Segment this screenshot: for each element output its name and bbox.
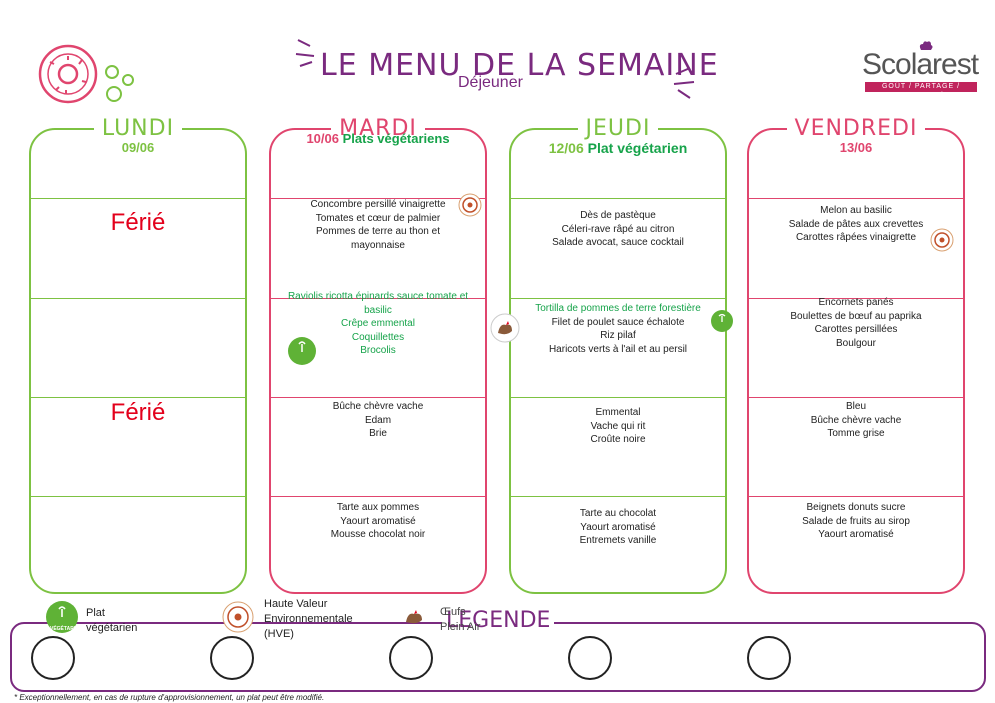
menu-item: Carottes râpées vinaigrette xyxy=(795,232,917,243)
menu-item: Coquillettes xyxy=(351,331,405,343)
cheese-list: Bûche chèvre vache Edam Brie xyxy=(269,400,487,441)
menu-item: Brocolis xyxy=(360,345,396,356)
sparkle-right-icon xyxy=(673,67,695,99)
footnote: * Exceptionnellement, en cas de rupture … xyxy=(14,693,325,702)
menu-item: Encornets panés xyxy=(818,297,894,308)
page-subtitle: Déjeuner xyxy=(458,74,523,91)
desserts-list: Tarte aux pommes Yaourt aromatisé Mousse… xyxy=(269,501,487,542)
vegetarian-badge-icon xyxy=(288,337,316,365)
menu-item: Beignets donuts sucre xyxy=(806,502,906,513)
menu-item: Edam xyxy=(364,414,392,426)
menu-item: Pommes de terre au thon et mayonnaise xyxy=(316,226,440,251)
mains-list: Tortilla de pommes de terre forestière F… xyxy=(509,302,727,356)
legend-slot xyxy=(568,636,612,680)
menu-item: Boulgour xyxy=(835,337,877,349)
menu-item: Melon au basilic xyxy=(820,205,892,216)
menu-item: Raviolis ricotta épinards sauce tomate e… xyxy=(287,291,469,316)
brand-logo: Scolarest xyxy=(862,48,979,81)
day-date-mardi: 10/06 Plats végétariens xyxy=(306,131,450,146)
menu-item: Bûche chèvre vache xyxy=(810,414,902,426)
menu-item: Salade avocat, sauce cocktail xyxy=(552,237,684,248)
sparkle-left-icon xyxy=(295,39,315,67)
closed-label: Férié xyxy=(110,399,166,426)
menu-item: Céleri-rave râpé au citron xyxy=(561,223,675,235)
menu-item: Tortilla de pommes de terre forestière xyxy=(535,303,701,314)
menu-item: Entremets vanille xyxy=(579,535,657,546)
cheese-list: Bleu Bûche chèvre vache Tomme grise xyxy=(747,400,965,441)
menu-item: Mousse chocolat noir xyxy=(330,529,426,540)
legend-title: LEGENDE xyxy=(442,608,555,633)
vegetarian-badge-icon xyxy=(711,310,733,332)
donut-icon xyxy=(38,44,134,104)
menu-item: Croûte noire xyxy=(590,434,646,445)
mains-list: Raviolis ricotta épinards sauce tomate e… xyxy=(269,290,487,358)
brand-tagline: GOÛT / PARTAGE / PROXIMITÉ xyxy=(865,82,977,100)
menu-item: Boulettes de bœuf au paprika xyxy=(790,310,922,322)
starters-list: Melon au basilic Salade de pâtes aux cre… xyxy=(747,204,965,245)
day-name-lundi: LUNDI xyxy=(29,116,247,141)
starters-list: Concombre persillé vinaigrette Tomates e… xyxy=(269,198,487,252)
menu-item: Crêpe emmental xyxy=(341,318,415,329)
menu-item: Tomates et cœur de palmier xyxy=(315,212,441,224)
hve-badge-icon xyxy=(458,193,482,217)
menu-item: Haricots verts à l'ail et au persil xyxy=(548,343,688,355)
legend-label-hve: Haute Valeur Environnementale (HVE) xyxy=(264,598,353,640)
legend-label-vegetarian: Plat végétarien xyxy=(86,607,138,634)
menu-item: Carottes persillées xyxy=(814,324,898,335)
chef-hat-icon xyxy=(919,41,933,50)
hve-legend-icon xyxy=(222,601,254,633)
cheese-list: Emmental Vache qui rit Croûte noire xyxy=(509,406,727,447)
desserts-list: Beignets donuts sucre Salade de fruits a… xyxy=(747,501,965,542)
day-card-lundi xyxy=(29,128,247,594)
closed-label: Férié xyxy=(110,209,166,236)
menu-item: Riz pilaf xyxy=(600,330,636,341)
day-name-jeudi: JEUDI xyxy=(509,116,727,141)
menu-item: Emmental xyxy=(595,407,641,418)
menu-item: Bûche chèvre vache xyxy=(332,401,424,412)
page-title: LE MENU DE LA SEMAINE xyxy=(320,48,719,83)
menu-item: Salade de pâtes aux crevettes xyxy=(788,218,924,230)
menu-item: Filet de poulet sauce échalote xyxy=(551,316,685,328)
day-date-lundi: 09/06 xyxy=(121,140,155,155)
menu-item: Concombre persillé vinaigrette xyxy=(310,199,446,210)
day-date-jeudi: 12/06 Plat végétarien xyxy=(548,140,688,156)
legend-slot xyxy=(747,636,791,680)
legend-slot xyxy=(210,636,254,680)
menu-item: Bleu xyxy=(845,401,866,412)
free-range-egg-icon xyxy=(490,313,520,343)
menu-item: Tarte aux pommes xyxy=(336,502,420,513)
menu-item: Brie xyxy=(369,428,387,439)
legend-label-egg: Œufs Plein Air xyxy=(440,606,481,633)
menu-item: Yaourt aromatisé xyxy=(818,529,894,540)
vegetarian-legend-icon xyxy=(46,601,78,633)
mains-list: Encornets panés Boulettes de bœuf au pap… xyxy=(747,296,965,350)
menu-item: Dès de pastèque xyxy=(580,210,656,221)
starters-list: Dès de pastèque Céleri-rave râpé au citr… xyxy=(509,209,727,250)
free-range-egg-legend-icon xyxy=(406,610,422,624)
legend-slot xyxy=(389,636,433,680)
menu-item: Tarte au chocolat xyxy=(579,508,657,519)
day-note: Plat végétarien xyxy=(587,140,688,156)
legend-slot xyxy=(31,636,75,680)
menu-item: Vache qui rit xyxy=(590,420,646,432)
hve-badge-icon xyxy=(930,228,954,252)
day-date-vendredi: 13/06 xyxy=(839,140,873,155)
menu-item: Salade de fruits au sirop xyxy=(802,515,910,527)
menu-item: Yaourt aromatisé xyxy=(340,515,416,527)
day-name-mardi: MARDI xyxy=(269,116,487,141)
vegetarian-badge-text: VÉGÉTARIEN xyxy=(50,626,83,632)
menu-item: Yaourt aromatisé xyxy=(580,521,656,533)
day-name-vendredi: VENDREDI xyxy=(747,116,965,141)
day-note: Plats végétariens xyxy=(342,131,450,146)
desserts-list: Tarte au chocolat Yaourt aromatisé Entre… xyxy=(509,507,727,548)
menu-item: Tomme grise xyxy=(827,428,885,439)
